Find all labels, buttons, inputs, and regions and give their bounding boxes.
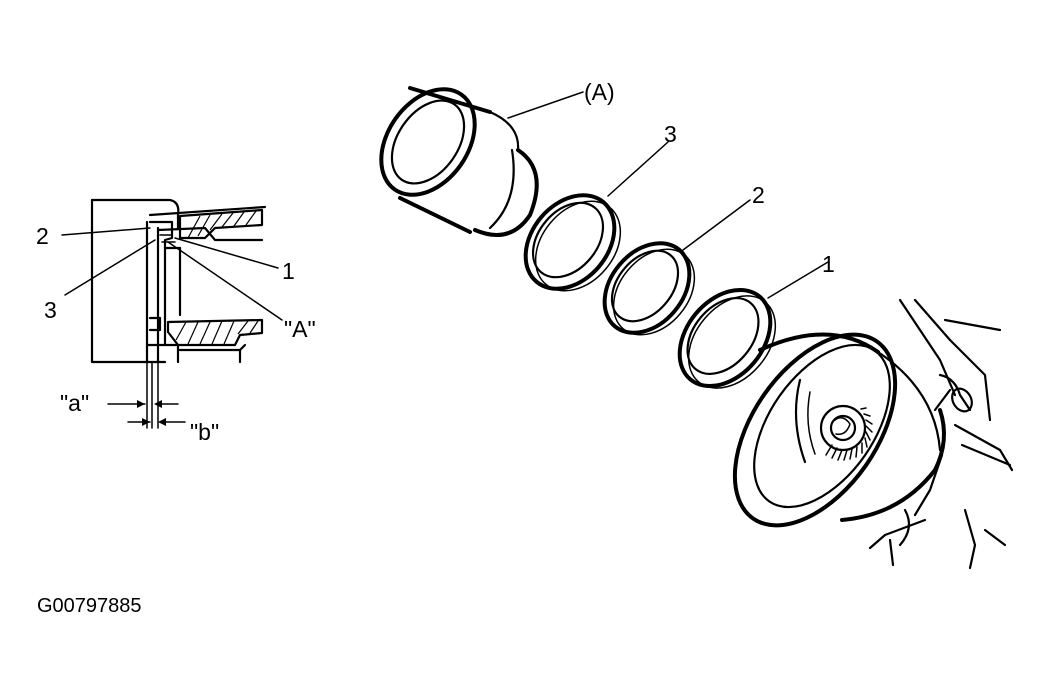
exploded-label-A: (A) (584, 79, 615, 105)
dimension-markers (107, 361, 186, 429)
seal-ring-3: 3 (523, 121, 677, 292)
section-label-3: 3 (44, 297, 57, 323)
spline-teeth (825, 407, 873, 461)
section-label-A: "A" (284, 316, 316, 342)
exploded-label-2: 2 (752, 182, 765, 208)
section-label-1: 1 (282, 258, 295, 284)
housing-assembly (732, 298, 1014, 570)
exploded-label-1: 1 (822, 251, 835, 277)
cross-section-view: 2 3 1 "A" "a" "b" (36, 198, 316, 445)
section-label-2: 2 (36, 223, 49, 249)
exploded-label-3: 3 (664, 121, 677, 147)
figure-id: G00797885 (37, 595, 142, 617)
dimension-label-a: "a" (60, 390, 89, 416)
installer-tool-A: (A) (379, 79, 615, 237)
seal-ring-1: 1 (677, 251, 835, 389)
exploded-view: (A) 3 2 1 (379, 79, 1014, 570)
upper-hatched-section (178, 208, 264, 240)
lower-hatched-section (166, 318, 264, 347)
seal-ring-2: 2 (602, 182, 765, 336)
dimension-label-b: "b" (190, 419, 219, 445)
